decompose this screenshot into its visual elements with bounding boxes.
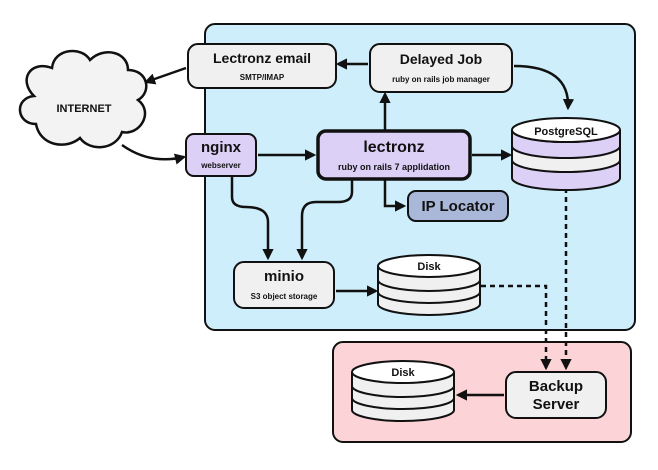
delayed-job-title: Delayed Job <box>400 51 482 67</box>
lectronz-subtitle: ruby on rails 7 applidation <box>338 162 450 172</box>
edge-disk-to-backup <box>481 284 552 371</box>
edge-email-to-internet <box>143 66 187 85</box>
delayed-job-subtitle: ruby on rails job manager <box>392 75 490 84</box>
edge-nginx-to-minio <box>230 176 274 261</box>
email-subtitle: SMTP/IMAP <box>240 73 285 82</box>
delayed-job-node: Delayed Job ruby on rails job manager <box>369 43 513 93</box>
internet-cloud: INTERNET <box>18 49 148 149</box>
postgres-label: PostgreSQL <box>534 126 598 138</box>
disk-main-label: Disk <box>417 261 441 273</box>
backup-server-node: Backup Server <box>505 371 607 419</box>
disk-main-node: Disk <box>377 254 481 316</box>
edge-internet-to-nginx <box>121 143 187 165</box>
edge-lectronz-to-iplocator <box>383 180 407 212</box>
nginx-title: nginx <box>201 139 242 156</box>
minio-node: minio S3 object storage <box>233 261 335 309</box>
edge-delayedjob-to-postgres <box>513 64 575 111</box>
postgres-node: PostgreSQL <box>511 117 621 191</box>
lectronz-node: lectronz ruby on rails 7 applidation <box>316 129 472 181</box>
minio-title: minio <box>264 268 304 285</box>
email-node: Lectronz email SMTP/IMAP <box>187 43 337 89</box>
disk-backup-node: Disk <box>351 360 455 422</box>
ip-locator-node: IP Locator <box>407 190 509 222</box>
backup-server-line1: Backup <box>529 378 583 395</box>
ip-locator-label: IP Locator <box>421 198 494 215</box>
nginx-subtitle: webserver <box>200 161 241 170</box>
email-title: Lectronz email <box>213 50 311 66</box>
lectronz-title: lectronz <box>363 139 424 156</box>
internet-label: INTERNET <box>57 103 112 115</box>
minio-subtitle: S3 object storage <box>251 292 318 301</box>
nginx-node: nginx webserver <box>185 133 257 177</box>
disk-backup-label: Disk <box>391 367 415 379</box>
edges <box>121 58 575 401</box>
edge-lectronz-to-minio <box>296 180 354 261</box>
backup-server-line2: Server <box>533 396 580 413</box>
